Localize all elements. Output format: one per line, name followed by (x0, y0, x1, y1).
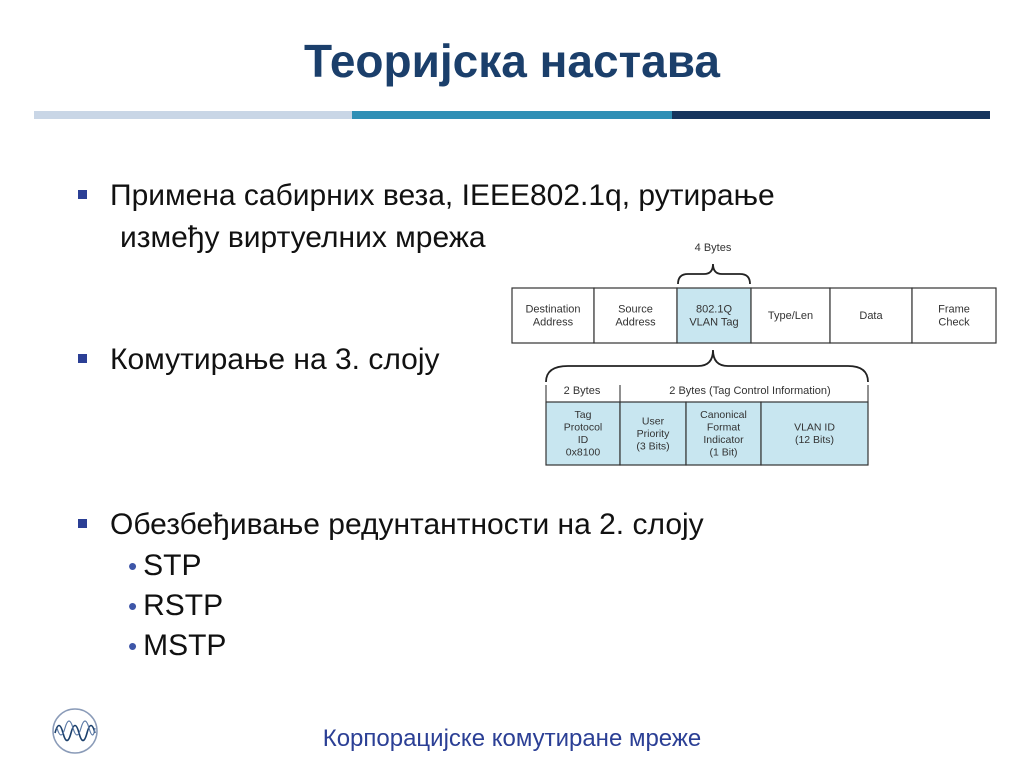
frame-field-box (593, 287, 678, 344)
bullet-item-1-continuation: између виртуелних мрежа (120, 219, 486, 257)
frame-field-box (511, 287, 595, 344)
dot-bullet-icon: • (128, 551, 138, 581)
frame-field-box (676, 287, 752, 344)
frame-field-box (829, 287, 913, 344)
dot-bullet-icon: • (128, 591, 138, 621)
frame-field-box (750, 287, 831, 344)
sub-bullet-text: STP (143, 549, 202, 582)
frame-field-label: Type/Len (768, 310, 813, 322)
title-divider-light (34, 111, 352, 119)
tag-field-box (545, 401, 621, 466)
top-brace (677, 263, 751, 285)
slide-title: Теоријска настава (304, 35, 720, 87)
logo-icon (52, 708, 98, 754)
bullet-text: Комутирање на 3. слоју (110, 343, 440, 376)
frame-field-box (911, 287, 997, 344)
square-bullet-icon (78, 354, 87, 363)
square-bullet-icon (78, 519, 87, 528)
slide-footer: Корпорацијске комутиране мреже (322, 725, 702, 752)
lower-brace (545, 349, 869, 383)
title-divider-dark (672, 111, 990, 119)
sub-bullet-text: RSTP (143, 589, 224, 622)
sub-bullet-text: MSTP (143, 629, 227, 662)
tag-field-box (760, 401, 869, 466)
bullet-text: између виртуелних мрежа (120, 221, 486, 254)
bullet-text: Обезбеђивање редунтантности на 2. слоју (110, 508, 704, 541)
lower-right-bytes-label: 2 Bytes (Tag Control Information) (669, 385, 830, 397)
lower-left-bytes-label: 2 Bytes (564, 385, 601, 397)
title-divider-mid (352, 111, 672, 119)
frame-field-label: Data (859, 310, 883, 322)
tag-field-box (685, 401, 762, 466)
top-bytes-label: 4 Bytes (695, 242, 732, 254)
square-bullet-icon (78, 190, 87, 199)
bullet-item-1: Примена сабирних веза, IEEE802.1q, рутир… (78, 177, 775, 215)
bullet-item-3: Обезбеђивање редунтантности на 2. слоју (78, 506, 704, 544)
bullet-item-2: Комутирање на 3. слоју (78, 341, 440, 379)
sub-bullet-stp: •STP (128, 547, 201, 585)
tag-field-box (619, 401, 687, 466)
dot-bullet-icon: • (128, 631, 138, 661)
sub-bullet-rstp: •RSTP (128, 587, 223, 625)
bullet-text: Примена сабирних веза, IEEE802.1q, рутир… (110, 179, 775, 212)
tag-field-label: VLAN ID(12 Bits) (794, 422, 835, 447)
sub-bullet-mstp: •MSTP (128, 627, 226, 665)
